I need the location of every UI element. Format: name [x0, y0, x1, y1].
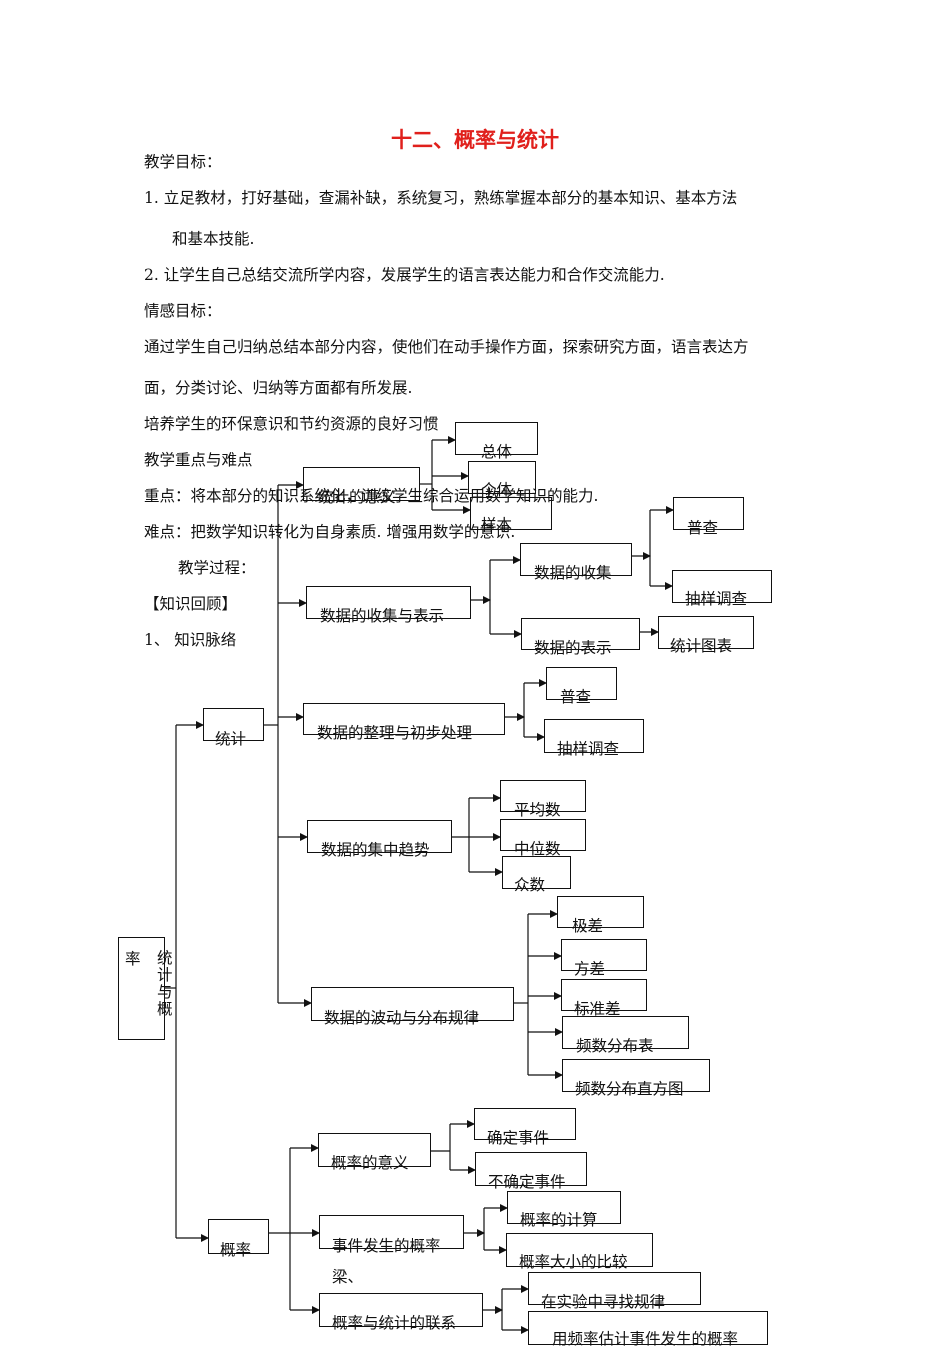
chart-table-box — [658, 616, 754, 649]
document-title: 十二、概率与统计 — [391, 128, 559, 152]
emotion-heading: 情感目标： — [144, 302, 222, 320]
stat-meaning-label: 统计的意义 — [318, 488, 396, 506]
objective-heading: 教学目标： — [144, 153, 222, 171]
difficulty-text: 难点：把数学知识转化为自身素质. 增强用数学的意识. — [144, 523, 516, 541]
variance-box — [561, 939, 647, 971]
sampling-box-1 — [672, 570, 772, 603]
mean-box — [500, 780, 586, 812]
stat-box — [203, 708, 264, 741]
prob-meaning-box — [318, 1133, 431, 1167]
sampling-box-2 — [544, 719, 644, 753]
prob-calc-label: 概率的计算 — [520, 1211, 598, 1229]
root-box — [118, 937, 165, 1040]
environment-text: 培养学生的环保意识和节约资源的良好习惯 — [144, 415, 439, 433]
process-heading: 教学过程： — [178, 559, 256, 577]
experiment-box — [528, 1272, 701, 1305]
central-label: 数据的集中趋势 — [321, 841, 430, 859]
event-prob-extra: 梁、 — [332, 1268, 364, 1286]
mode-box — [502, 856, 571, 889]
knowledge-network-heading: 1、 知识脉络 — [144, 631, 237, 649]
mean-label: 平均数 — [514, 801, 561, 819]
event-prob-box — [319, 1215, 464, 1249]
census-box-2 — [546, 667, 617, 700]
median-box — [500, 819, 586, 851]
experiment-label: 在实验中寻找规律 — [541, 1293, 666, 1311]
certain-event-box — [474, 1108, 576, 1140]
individual-box — [468, 461, 536, 494]
spread-label: 数据的波动与分布规律 — [324, 1009, 480, 1027]
population-box — [455, 422, 538, 455]
median-label: 中位数 — [514, 840, 561, 858]
prob-label: 概率 — [220, 1241, 252, 1259]
root-label-left: 率 — [125, 950, 141, 968]
collect-repr-box — [306, 586, 471, 619]
objective-item-1: 1. 立足教材，打好基础，查漏补缺，系统复习，熟练掌握本部分的基本知识、基本方法 — [144, 189, 738, 207]
prob-compare-label: 概率大小的比较 — [519, 1253, 628, 1271]
uncertain-event-box — [475, 1152, 587, 1186]
sampling-label-1: 抽样调查 — [685, 590, 748, 608]
stddev-box — [561, 979, 647, 1011]
freq-table-label: 频数分布表 — [576, 1037, 654, 1055]
chart-table-label: 统计图表 — [670, 637, 733, 655]
certain-event-label: 确定事件 — [487, 1129, 550, 1147]
central-box — [307, 820, 452, 853]
spread-box — [311, 987, 514, 1021]
process-box — [303, 703, 505, 735]
census-box-1 — [673, 497, 744, 530]
data-collect-label: 数据的收集 — [534, 564, 612, 582]
prob-compare-box — [506, 1233, 653, 1267]
range-label: 极差 — [572, 917, 604, 935]
event-prob-label: 事件发生的概率 — [332, 1237, 441, 1255]
census-label-1: 普查 — [687, 519, 719, 537]
data-repr-box — [521, 618, 640, 650]
uncertain-event-label: 不确定事件 — [488, 1173, 566, 1191]
root-label-right: 统计与概 — [157, 949, 173, 1018]
data-collect-box — [520, 543, 632, 576]
emotion-text-2: 面，分类讨论、归纳等方面都有所发展. — [144, 379, 413, 397]
freq-table-box — [562, 1016, 689, 1049]
mode-label: 众数 — [514, 876, 546, 894]
variance-label: 方差 — [574, 960, 606, 978]
range-box — [557, 896, 644, 928]
individual-label: 个体 — [481, 481, 513, 499]
prob-stat-link-label: 概率与统计的联系 — [332, 1314, 457, 1332]
review-heading: 【知识回顾】 — [144, 595, 238, 613]
histogram-label: 频数分布直方图 — [575, 1080, 684, 1098]
sample-box — [470, 497, 552, 530]
process-label: 数据的整理与初步处理 — [317, 724, 473, 742]
prob-calc-box — [507, 1191, 621, 1224]
census-label-2: 普查 — [560, 688, 592, 706]
objective-item-1-cont: 和基本技能. — [172, 230, 255, 248]
prob-meaning-label: 概率的意义 — [331, 1154, 409, 1172]
prob-stat-link-box — [319, 1293, 483, 1327]
prob-box — [208, 1219, 269, 1254]
frequency-estimate-label: 用频率估计事件发生的概率 — [552, 1330, 739, 1348]
keypoint-text: 重点：将本部分的知识系统化，训练学生综合运用数学知识的能力. — [144, 487, 599, 505]
objective-item-2: 2. 让学生自己总结交流所学内容，发展学生的语言表达能力和合作交流能力. — [144, 266, 665, 284]
sample-label: 样本 — [481, 516, 513, 534]
stat-meaning-box — [303, 467, 420, 501]
keypoints-heading: 教学重点与难点 — [144, 451, 253, 469]
stddev-label: 标准差 — [574, 1000, 621, 1018]
data-repr-label: 数据的表示 — [534, 639, 612, 657]
collect-repr-label: 数据的收集与表示 — [320, 607, 445, 625]
stat-label: 统计 — [215, 730, 247, 748]
sampling-label-2: 抽样调查 — [557, 740, 620, 758]
histogram-box — [562, 1059, 710, 1092]
population-label: 总体 — [481, 443, 513, 461]
emotion-text-1: 通过学生自己归纳总结本部分内容，使他们在动手操作方面，探索研究方面，语言表达方 — [144, 338, 749, 356]
